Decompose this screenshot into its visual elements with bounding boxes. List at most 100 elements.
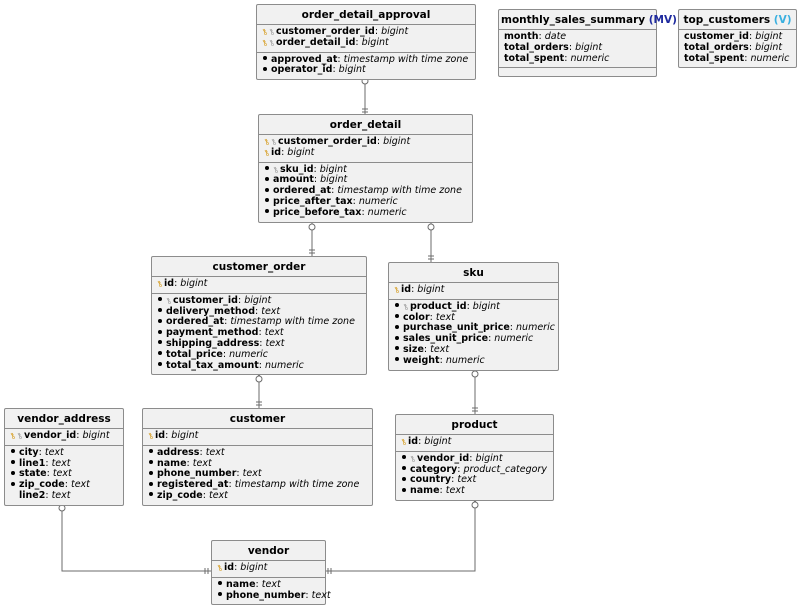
attribute-row: operator_id: bigint [262,64,470,76]
attribute-row: state: text [10,468,118,480]
entity-name: customer_order [212,261,306,273]
entity-customer_order[interactable]: customer_order ⚷id: bigint⚷customer_id: b… [151,256,367,376]
attribute-type: bigint [319,163,347,175]
entity-name: monthly_sales_summary [501,14,646,26]
attribute-separator: : [331,185,338,197]
attribute-name: color [403,311,430,323]
attribute-separator: : [224,316,231,328]
attribute-type: bigint [287,146,315,158]
attribute-row: ordered_at: timestamp with time zone [157,316,361,328]
attribute-type: text [261,578,281,590]
attribute-row: total_tax_amount: numeric [157,360,361,372]
attribute-type: text [44,446,64,458]
attribute-separator: : [361,206,368,218]
attribute-section: ⚷id: bigint [389,283,558,300]
attribute-name: id [224,562,235,573]
attribute-name: sales_unit_price [403,333,489,345]
attribute-type: numeric [570,52,610,64]
bullet-icon [149,470,153,475]
attribute-name: name [410,485,440,497]
attribute-section: ⚷id: bigint [143,429,372,446]
attribute-type: date [544,31,567,42]
attribute-separator: : [237,294,245,306]
attribute-row: zip_code: text [148,490,367,502]
attribute-separator: : [38,446,45,458]
attribute-name: id [271,146,282,158]
attribute-name: id [401,284,412,295]
attribute-separator: : [439,485,446,497]
attribute-row: ⚷vendor_id: bigint [401,453,548,465]
attribute-row: ⚷customer_id: bigint [157,294,361,307]
attribute-name: phone_number [226,589,306,601]
entity-title: vendor_address [5,409,123,429]
attribute-type: numeric [445,354,485,366]
attribute-name: category [410,463,458,475]
zero-circle-mark [471,501,479,509]
attribute-type: text [192,457,212,469]
attribute-row: name: text [217,578,320,591]
attribute-separator: : [418,436,425,447]
attribute-type: bigint [180,278,208,289]
attribute-row: line1: text [10,458,118,470]
attribute-name: registered_at [157,479,229,491]
attribute-row: name: text [401,485,548,497]
attribute-row: total_spent: numeric [504,52,651,65]
bullet-icon [158,308,162,313]
attribute-name: total_spent [684,52,745,64]
zero-circle-mark [308,223,316,231]
attribute-separator: : [457,463,464,475]
attribute-type: numeric [358,195,398,207]
attribute-type: text [205,446,225,458]
attribute-row: line2: text [10,490,118,502]
attribute-separator: : [305,589,312,601]
attribute-separator: : [186,457,193,469]
attribute-row: ⚷id: bigint [392,284,553,296]
entity-order_detail_approval[interactable]: order_detail_approval⚷⚷customer_order_id… [256,4,476,81]
attribute-type: text [435,311,455,323]
attribute-type: timestamp with time zone [337,185,462,197]
attribute-name: order_detail_id [276,36,356,48]
attribute-section: ⚷id: bigint [152,277,366,294]
attribute-name: zip_code [19,479,65,491]
entity-order_detail[interactable]: order_detail⚷⚷customer_order_id: bigint⚷… [258,114,473,223]
attribute-type: text [264,327,284,339]
attribute-type: bigint [338,64,366,76]
attribute-separator: : [748,41,756,53]
attribute-type: bigint [361,36,389,48]
bullet-icon [11,449,15,454]
attribute-section: ⚷⚷vendor_id: bigint [5,429,123,446]
attribute-name: customer_id [684,31,749,42]
attribute-name: total_orders [504,41,569,53]
attribute-type: bigint [755,41,783,53]
attribute-row: country: text [401,474,548,486]
attribute-separator: : [281,146,288,158]
attribute-separator: : [259,337,266,349]
attribute-separator: : [568,41,576,53]
attribute-row: ⚷id: bigint [262,146,467,159]
attribute-row: category: product_category [401,463,548,476]
attribute-name: total_price [166,348,223,360]
bullet-icon [265,209,269,214]
zero-circle-mark [255,375,263,383]
attribute-type: bigint [755,31,783,42]
entity-name: top_customers [683,14,771,26]
bullet-icon [11,470,15,475]
attribute-name: name [157,457,187,469]
entity-title: monthly_sales_summary (MV) [499,10,677,30]
attribute-separator: : [313,163,320,175]
attribute-row: phone_number: text [148,468,367,480]
entity-title: customer [143,409,372,429]
